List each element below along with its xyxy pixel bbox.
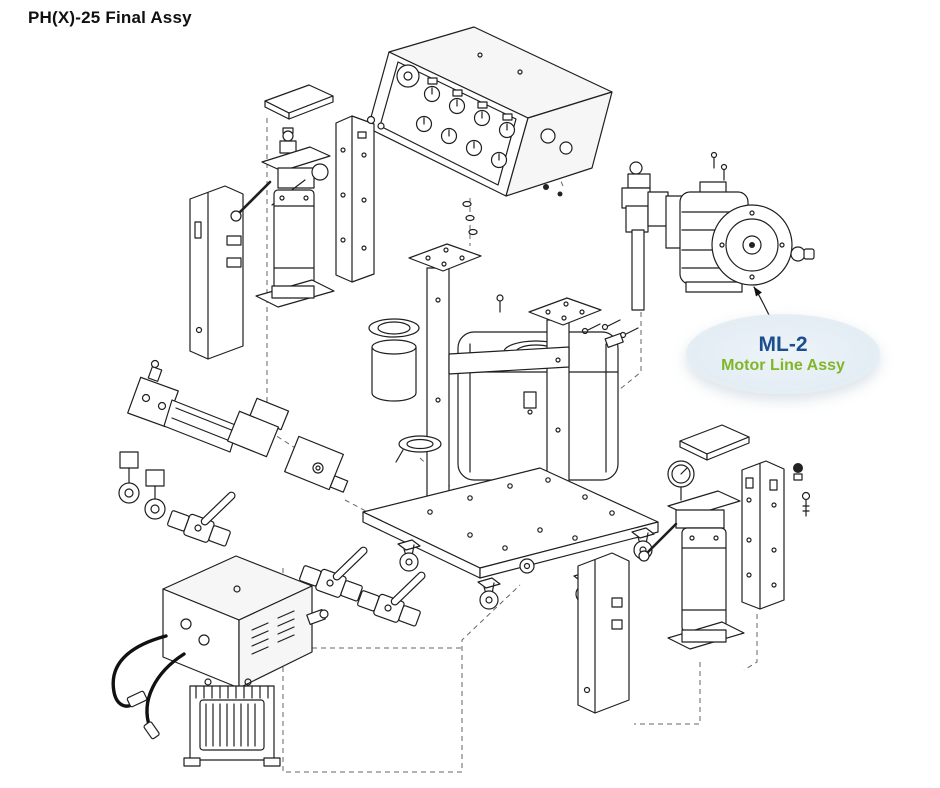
ml2-callout-label: Motor Line Assy <box>721 356 845 374</box>
clamp-ring <box>395 435 442 463</box>
right-mounting-channel <box>577 552 630 714</box>
ml2-callout[interactable]: ML-2 Motor Line Assy <box>686 314 880 394</box>
cable-connector-1 <box>126 690 148 708</box>
pressure-regulators <box>118 451 166 520</box>
vent-slots <box>251 610 295 655</box>
ball-valve-1 <box>167 491 236 547</box>
panel-indicator-windows <box>427 77 513 121</box>
control-panel <box>367 26 613 197</box>
pump-manifold-assembly <box>127 359 349 493</box>
motor-inlet-fitting <box>629 161 643 175</box>
electrical-box <box>162 555 329 689</box>
ball-valve-2 <box>299 546 368 602</box>
frame-post-left <box>426 267 450 501</box>
left-hole-plate <box>335 115 385 283</box>
right-filter-assembly <box>638 460 745 650</box>
cable-connector-2 <box>143 721 160 740</box>
ml2-callout-code: ML-2 <box>758 332 808 356</box>
frame-cart <box>362 243 659 610</box>
page-title: PH(X)-25 Final Assy <box>28 8 192 27</box>
motor-down-pipe <box>631 229 645 311</box>
cover-plate-right <box>679 424 750 461</box>
left-mounting-channel <box>189 185 244 360</box>
right-small-fasteners <box>793 463 811 517</box>
callout-arrow <box>753 286 771 318</box>
transformer <box>183 678 281 767</box>
right-hole-plate <box>741 460 785 610</box>
misc-fasteners <box>462 200 639 349</box>
panel-knobs <box>415 85 516 169</box>
ball-valve-3 <box>357 571 426 627</box>
frame-crossbar <box>448 346 570 375</box>
mount-plate-right <box>528 297 602 326</box>
motor-plug <box>790 246 806 262</box>
power-cables <box>111 634 186 740</box>
mount-plate-left <box>408 243 482 272</box>
canister <box>368 318 420 402</box>
left-filter-assembly <box>230 127 335 308</box>
cover-plate-top-left <box>264 84 334 120</box>
motor-line-assembly <box>621 151 815 311</box>
